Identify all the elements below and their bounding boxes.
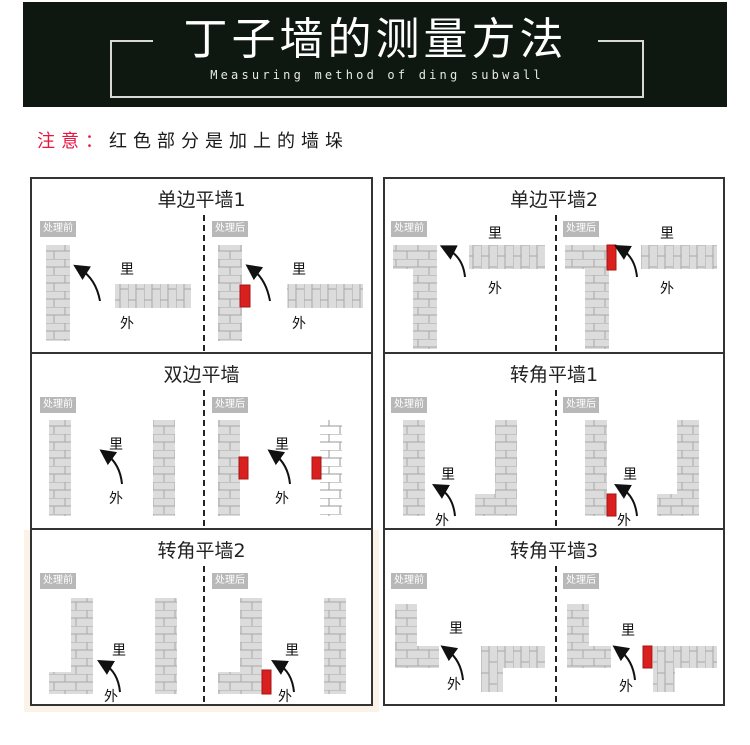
- outside-label: 外: [104, 689, 118, 705]
- outside-label: 外: [275, 491, 289, 507]
- wall-diagram: [403, 390, 699, 528]
- banner-frame-line-right: [598, 40, 642, 42]
- panel-title: 转角平墙1: [509, 364, 599, 386]
- before-tag: 处理前: [391, 573, 427, 589]
- banner-frame: [110, 40, 644, 98]
- panel-title: 单边平墙2: [509, 189, 599, 211]
- panel-single-flat-1: 单边平墙1 处理前 处理后 里 外 里 外: [30, 177, 373, 354]
- panel-title: 转角平墙3: [509, 540, 599, 562]
- note-line: 注意：红色部分是加上的墙垛: [37, 127, 349, 153]
- wall-diagram: [393, 215, 717, 352]
- inside-label: 里: [660, 226, 674, 242]
- wall-diagram: [46, 215, 363, 352]
- after-tag: 处理后: [212, 573, 248, 589]
- inside-label: 里: [292, 262, 306, 278]
- header-banner: 丁子墙的测量方法 Measuring method of ding subwal…: [23, 2, 727, 107]
- outside-label: 外: [619, 679, 633, 695]
- before-tag: 处理前: [391, 221, 427, 237]
- before-tag: 处理前: [40, 397, 76, 413]
- outside-label: 外: [435, 513, 449, 529]
- panel-corner-flat-2: 转角平墙2 处理前 处理后 里 外 里 外: [30, 528, 373, 706]
- panel-title: 双边平墙: [163, 364, 240, 386]
- panel-title: 单边平墙1: [157, 189, 246, 211]
- panel-corner-flat-3: 转角平墙3 处理前 处理后 里 外 里 外: [383, 528, 725, 706]
- outside-label: 外: [292, 316, 306, 332]
- panel-corner-flat-1: 转角平墙1 处理前 处理后 里 外 里 外: [383, 352, 725, 530]
- wall-diagram: [395, 566, 717, 704]
- inside-label: 里: [623, 467, 637, 483]
- panel-title: 转角平墙2: [157, 540, 246, 562]
- panel-double-flat: 双边平墙 处理前 处理后 里 外 里 外: [30, 352, 373, 530]
- wall-diagram: [49, 390, 342, 528]
- inside-label: 里: [109, 437, 123, 453]
- inside-label: 里: [488, 226, 502, 242]
- note-label: 注意：: [37, 131, 109, 152]
- inside-label: 里: [621, 623, 635, 639]
- before-tag: 处理前: [391, 397, 427, 413]
- outside-label: 外: [660, 281, 674, 297]
- outside-label: 外: [120, 316, 134, 332]
- note-text: 红色部分是加上的墙垛: [109, 131, 349, 152]
- before-tag: 处理前: [40, 573, 76, 589]
- after-tag: 处理后: [563, 573, 599, 589]
- panel-single-flat-2: 单边平墙2 处理前 处理后 里 外 里 外: [383, 177, 725, 354]
- outside-label: 外: [488, 281, 502, 297]
- before-tag: 处理前: [40, 221, 76, 237]
- after-tag: 处理后: [212, 221, 248, 237]
- outside-label: 外: [447, 677, 461, 693]
- banner-frame-line-left: [110, 40, 153, 42]
- after-tag: 处理后: [563, 221, 599, 237]
- outside-label: 外: [617, 513, 631, 529]
- after-tag: 处理后: [212, 397, 248, 413]
- inside-label: 里: [112, 643, 126, 659]
- inside-label: 里: [275, 437, 289, 453]
- outside-label: 外: [278, 689, 292, 705]
- inside-label: 里: [449, 621, 463, 637]
- inside-label: 里: [441, 467, 455, 483]
- page-title: 丁子墙的测量方法: [183, 14, 568, 65]
- wall-diagram: [49, 566, 346, 704]
- inside-label: 里: [120, 262, 134, 278]
- outside-label: 外: [109, 491, 123, 507]
- page-subtitle: Measuring method of ding subwall: [210, 68, 544, 82]
- after-tag: 处理后: [563, 397, 599, 413]
- inside-label: 里: [285, 643, 299, 659]
